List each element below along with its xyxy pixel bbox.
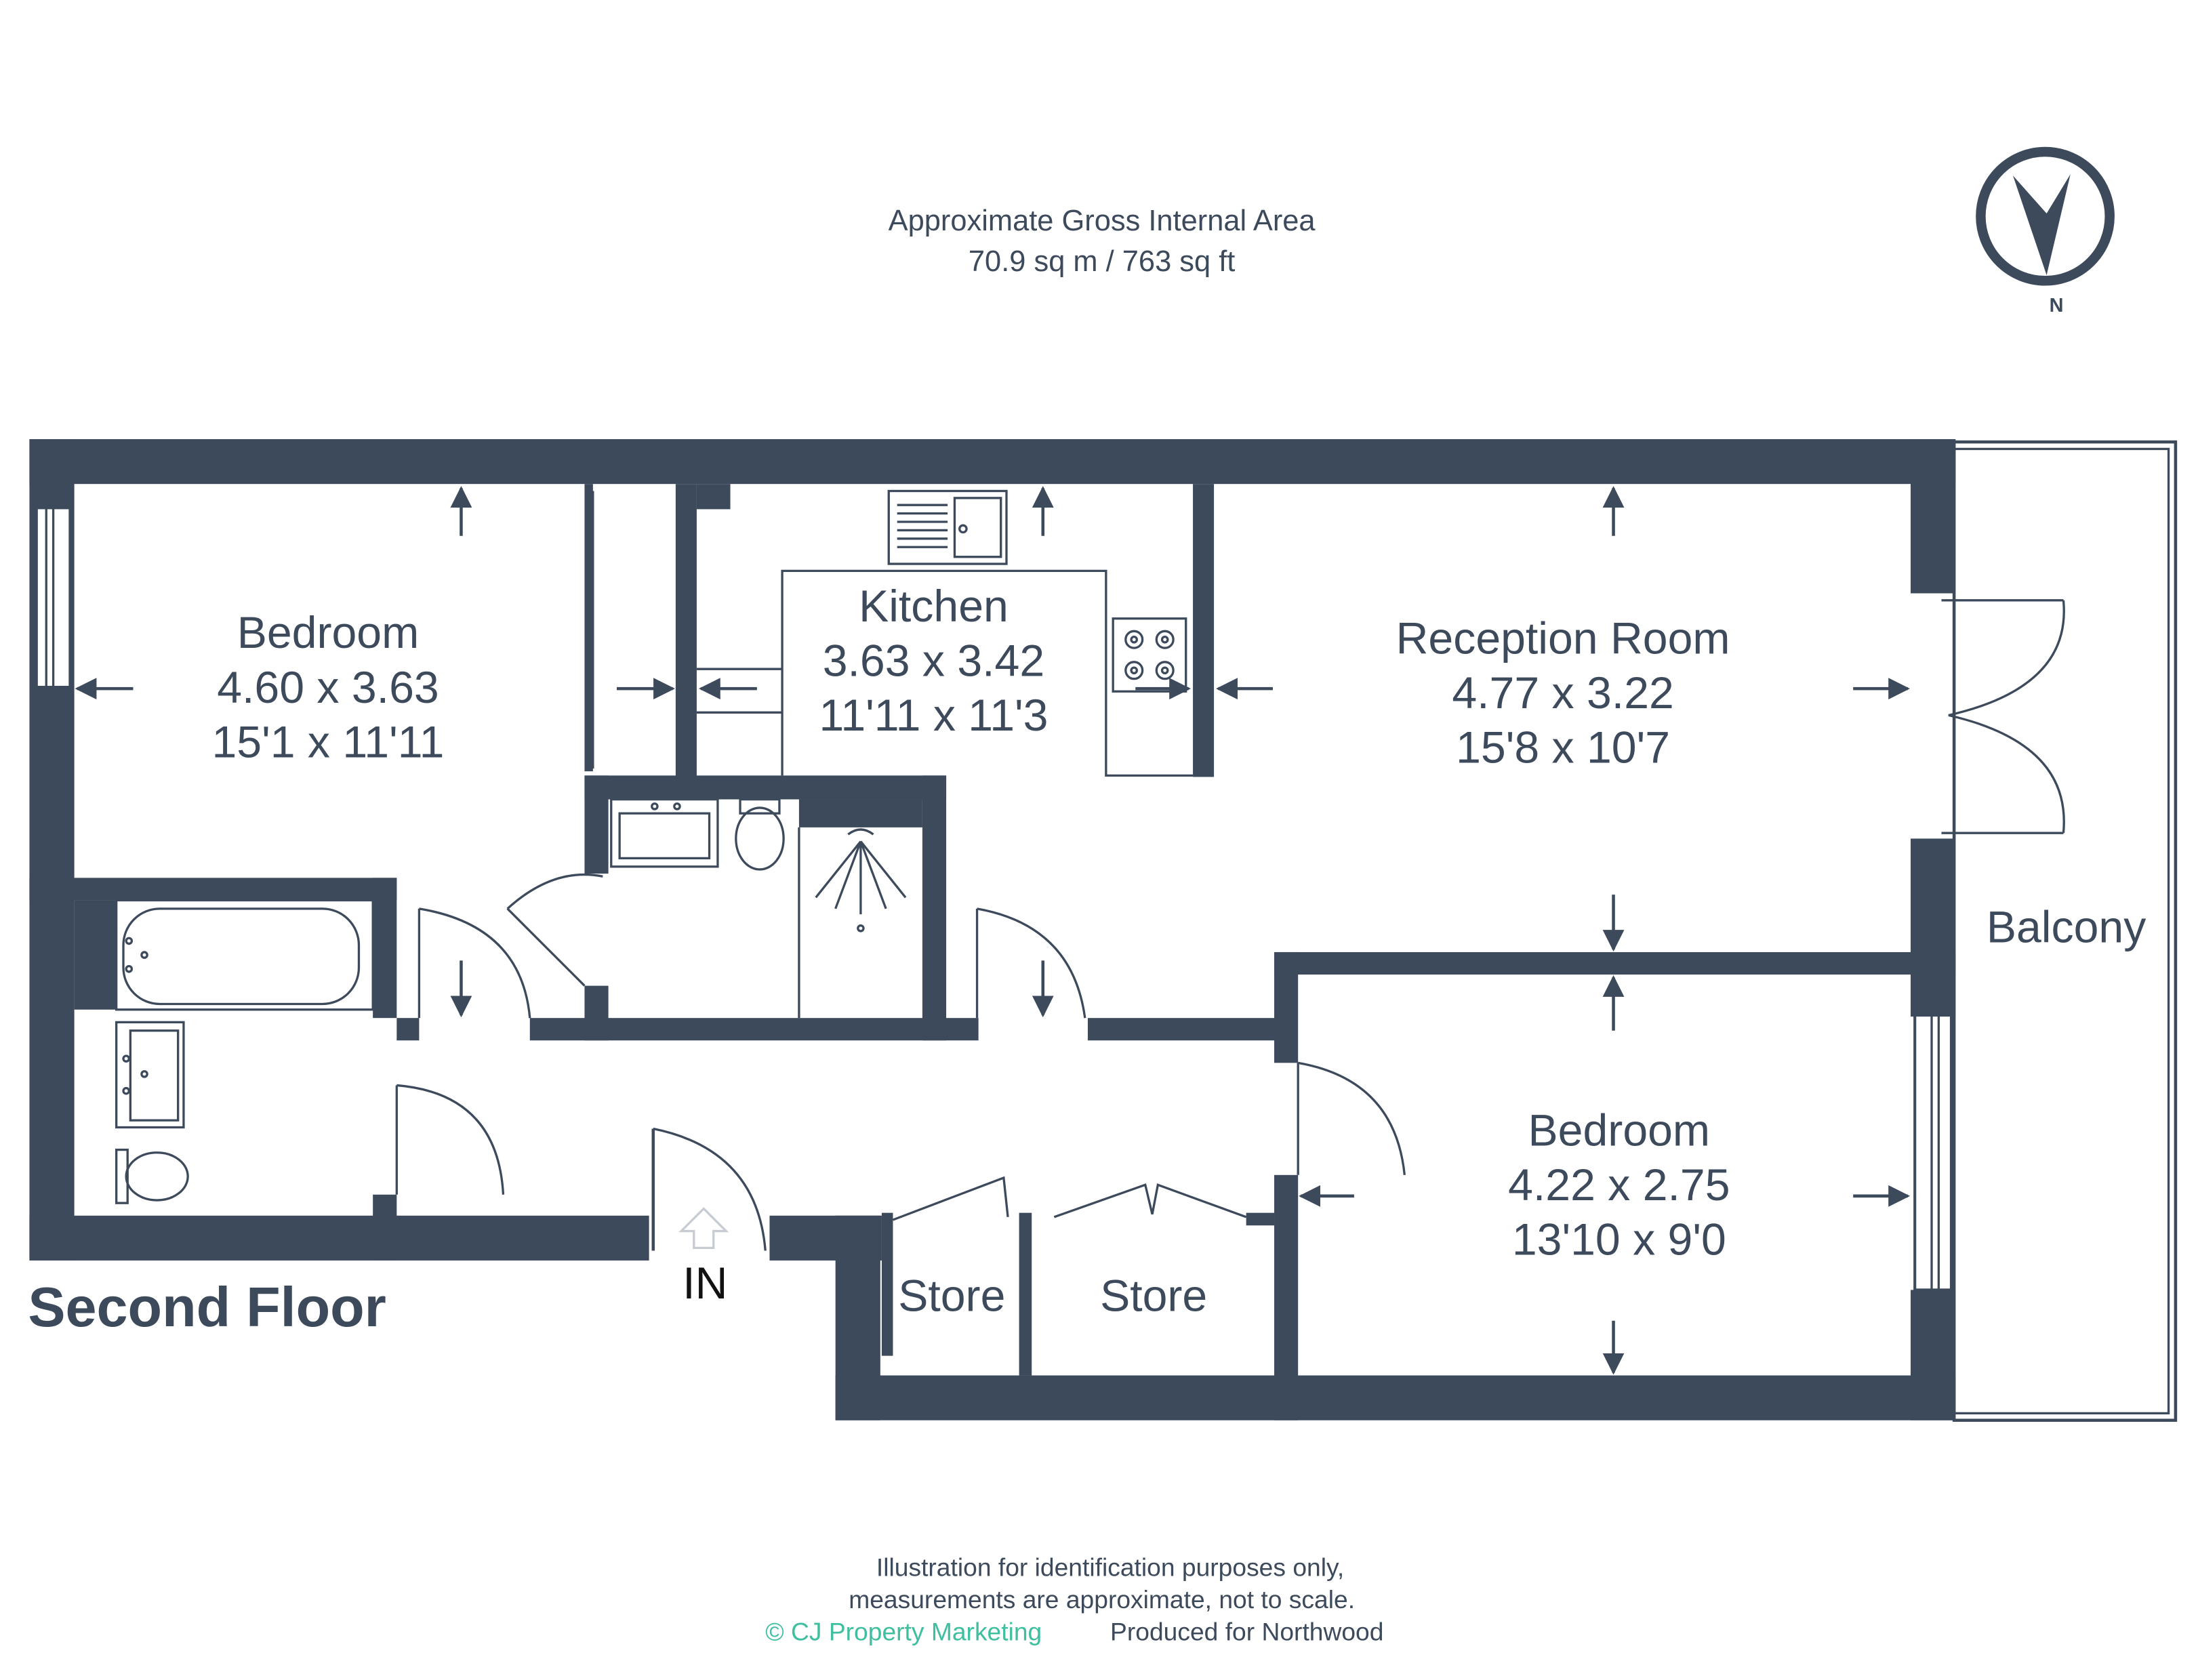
room-label-store-1: Store <box>898 1271 1005 1321</box>
footer-disclaimer-2: measurements are approximate, not to sca… <box>849 1585 1355 1614</box>
room-label-reception: Reception Room 4.77 x 3.22 15'8 x 10'7 <box>1396 613 1730 773</box>
footer-disclaimer-1: Illustration for identification purposes… <box>876 1553 1344 1581</box>
walls <box>29 438 1956 1420</box>
room-name: Bedroom <box>237 608 420 658</box>
footer-produced: Produced for Northwood <box>1110 1617 1383 1645</box>
toilet-icon <box>735 798 785 871</box>
room-label-store-2: Store <box>1100 1271 1207 1321</box>
compass-letter: N <box>2050 295 2064 316</box>
room-label-bedroom-2: Bedroom 4.22 x 2.75 13'10 x 9'0 <box>1508 1105 1730 1265</box>
room-name: Reception Room <box>1396 613 1730 663</box>
bathroom-fittings <box>115 899 374 1204</box>
sink-icon <box>887 489 1008 565</box>
basin-icon <box>115 1021 185 1129</box>
room-imperial: 15'8 x 10'7 <box>1456 723 1670 773</box>
floor-label: Second Floor <box>28 1275 386 1338</box>
hob-icon <box>1112 617 1187 693</box>
basin-icon <box>610 798 719 868</box>
room-metric: 4.22 x 2.75 <box>1508 1160 1730 1210</box>
wardrobe-lines <box>592 491 783 769</box>
room-imperial: 11'11 x 11'3 <box>819 691 1048 741</box>
room-imperial: 13'10 x 9'0 <box>1512 1215 1726 1265</box>
room-label-bedroom-1: Bedroom 4.60 x 3.63 15'1 x 11'11 <box>212 608 445 767</box>
area-title: Approximate Gross Internal Area <box>889 205 1316 237</box>
toilet-icon <box>115 1148 189 1204</box>
bath-icon <box>115 899 374 1011</box>
dimension-arrows <box>75 486 1911 1375</box>
windows <box>35 506 1953 1292</box>
north-arrow-icon: N <box>1976 146 2115 316</box>
room-metric: 4.60 x 3.63 <box>217 663 439 713</box>
room-metric: 4.77 x 3.22 <box>1452 668 1673 718</box>
shower-room-fittings <box>610 798 907 1019</box>
footer-brand: © CJ Property Marketing <box>765 1617 1042 1645</box>
room-metric: 3.63 x 3.42 <box>823 636 1044 687</box>
room-imperial: 15'1 x 11'11 <box>212 717 445 767</box>
entrance-label: IN <box>683 1258 727 1309</box>
area-value: 70.9 sq m / 763 sq ft <box>969 245 1235 278</box>
room-name: Bedroom <box>1528 1105 1711 1155</box>
entrance-arrow-icon <box>678 1207 729 1250</box>
shower-icon <box>798 827 907 1019</box>
room-label-balcony: Balcony <box>1987 902 2146 952</box>
door-swings <box>395 599 2065 1251</box>
room-name: Kitchen <box>859 581 1009 632</box>
kitchen-fittings <box>781 489 1194 777</box>
room-label-kitchen: Kitchen 3.63 x 3.42 11'11 x 11'3 <box>819 581 1048 741</box>
